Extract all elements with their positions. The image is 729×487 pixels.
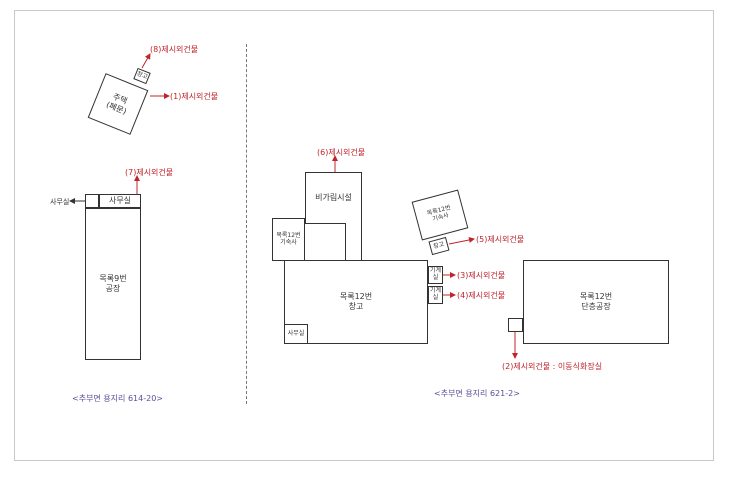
machine-room-1: 기계 실 — [428, 266, 443, 284]
dorm-left-label: 목록12번 기숙사 — [276, 231, 301, 246]
right-caption: <추부면 용지리 621-2> — [434, 389, 520, 398]
label-8: (8)제시외건물 — [150, 45, 199, 54]
left-office: 사무실 — [99, 194, 141, 208]
label-2: (2)제시외건물 : 이동식화장실 — [502, 362, 603, 371]
unapproved-structure: 비가림시설 — [305, 172, 362, 224]
label-4: (4)제시외건물 — [457, 291, 506, 300]
machine-room-2-label: 기계 실 — [429, 287, 442, 301]
unapproved-label: 비가림시설 — [315, 193, 352, 202]
label-5: (5)제시외건물 — [476, 235, 525, 244]
mobile-toilet — [508, 318, 523, 332]
factory-9: 목록9번 공장 — [85, 208, 141, 360]
office-arrow-label: 사무실 — [50, 198, 70, 206]
warehouse-12: 목록12번 창고 — [284, 260, 428, 344]
left-office-label: 사무실 — [108, 196, 132, 205]
label-6: (6)제시외건물 — [317, 148, 366, 157]
machine-room-1-label: 기계 실 — [429, 267, 442, 281]
site-divider — [246, 44, 247, 404]
factory-12: 목록12번 단층공장 — [523, 260, 669, 344]
left-office-annex — [85, 194, 99, 208]
label-1: (1)제시외건물 — [170, 92, 219, 101]
machine-room-2: 기계 실 — [428, 286, 443, 304]
arrow-8 — [141, 53, 151, 69]
factory-9-label: 목록9번 공장 — [99, 274, 127, 293]
warehouse-office-label: 사무실 — [287, 329, 305, 337]
label-3: (3)제시외건물 — [457, 271, 506, 280]
warehouse-office: 사무실 — [284, 324, 308, 344]
label-7: (7)제시외건물 — [125, 168, 174, 177]
arrow-5 — [448, 237, 475, 245]
warehouse-12-label: 목록12번 창고 — [339, 292, 373, 311]
factory-12-label: 목록12번 단층공장 — [579, 292, 613, 311]
left-caption: <추부면 용지리 614-20> — [72, 394, 163, 403]
